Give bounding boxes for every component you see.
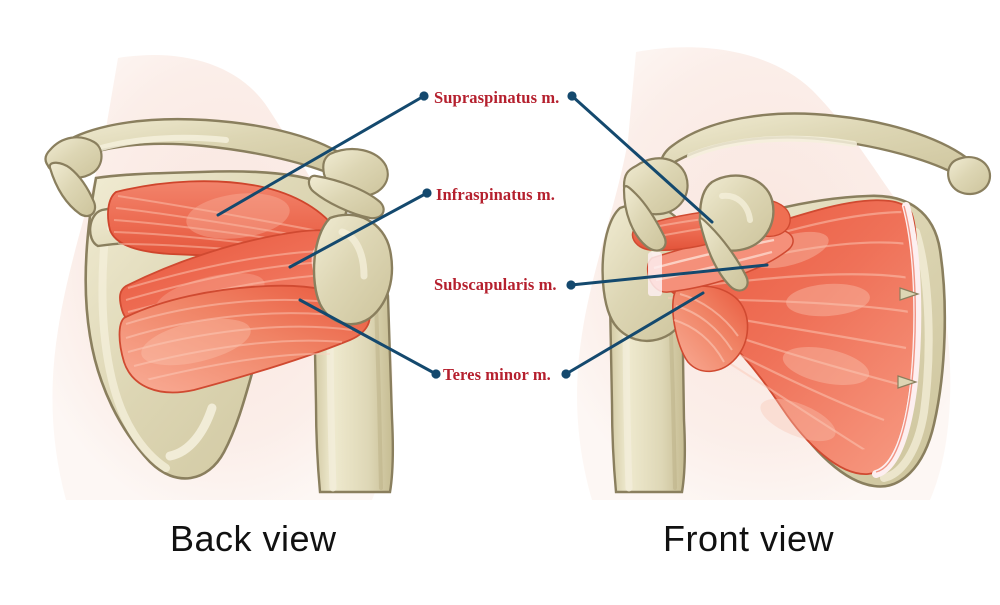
label-teres-minor: Teres minor m. — [443, 365, 551, 384]
leader-teres-minor-right — [564, 291, 705, 376]
clavicle-acromion-front — [622, 112, 992, 292]
dot-supraspinatus-right — [567, 91, 577, 101]
caption-back-view: Back view — [170, 518, 337, 559]
dot-supraspinatus-left — [419, 91, 429, 101]
caption-front-view: Front view — [663, 518, 835, 559]
label-subscapularis: Subscapularis m. — [434, 275, 557, 294]
humeral-head-back — [312, 213, 394, 326]
leader-supraspinatus-left — [216, 94, 426, 217]
leader-lines-group — [216, 94, 769, 376]
dot-infraspinatus-left — [422, 188, 432, 198]
dot-teres-minor-right — [561, 369, 571, 379]
teres-minor-muscle-front — [672, 285, 749, 373]
label-supraspinatus: Supraspinatus m. — [434, 88, 560, 107]
dot-teres-minor-left — [431, 369, 441, 379]
label-infraspinatus: Infraspinatus m. — [436, 185, 555, 204]
clavicle-acromion-back — [44, 117, 389, 220]
leader-teres-minor-left — [298, 298, 438, 376]
back-view-group — [44, 117, 395, 494]
leader-supraspinatus-right — [570, 94, 714, 224]
dot-subscapularis-right — [566, 280, 576, 290]
teres-minor-muscle-back — [118, 284, 371, 394]
leader-dots-group — [419, 91, 577, 379]
leader-infraspinatus-left — [288, 191, 429, 269]
leader-subscapularis-right — [569, 263, 769, 287]
